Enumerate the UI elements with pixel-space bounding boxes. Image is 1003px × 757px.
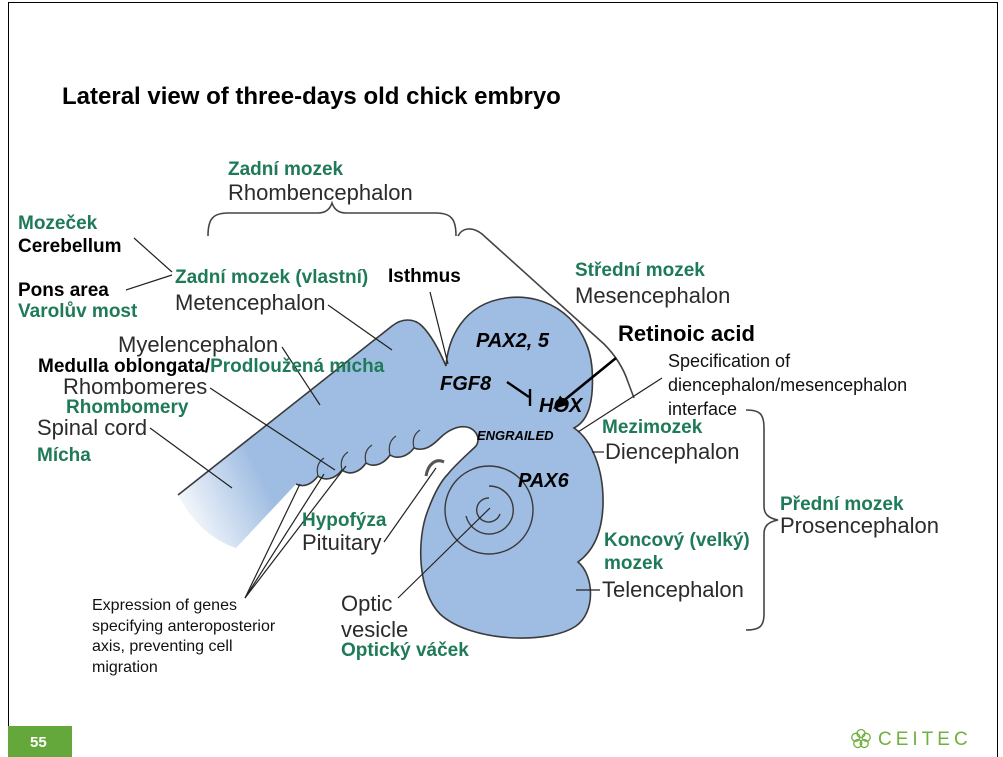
gene-hox: HOX — [539, 395, 583, 417]
label-metencephalon-czech: Zadní mozek (vlastní) — [175, 267, 369, 288]
page-number-badge: 55 — [8, 726, 72, 757]
rhombomere-boundary — [364, 444, 373, 464]
label-mesencephalon: Mesencephalon — [575, 283, 731, 308]
inhibition-line — [506, 381, 530, 398]
ceitec-logo-text: CEITEC — [878, 728, 972, 750]
label-rhombencephalon: Rhombencephalon — [228, 180, 413, 205]
arrow-shaft — [561, 356, 617, 404]
expression-note-line: specifying anteroposterior — [92, 618, 276, 635]
ceitec-flower-icon — [851, 728, 871, 749]
pituitary-pouch — [424, 459, 445, 477]
expression-leader — [244, 465, 347, 599]
label-rhombencephalon-czech: Zadní mozek — [228, 159, 344, 180]
label-pituitary: Pituitary — [302, 530, 382, 555]
prosencephalon-bracket — [745, 409, 779, 631]
ceitec-logo: CEITEC — [850, 728, 972, 750]
myelencephalon-leader — [281, 346, 321, 406]
label-prosencephalon: Prosencephalon — [780, 513, 940, 538]
page-number: 55 — [30, 734, 47, 751]
label-optic-vesicle-line1: Optic — [341, 591, 393, 616]
label-medulla-english: Medulla oblongata/ — [38, 356, 211, 377]
label-diencephalon-czech: Mezimozek — [602, 417, 703, 438]
label-pons: Pons area — [18, 280, 109, 301]
optic-vesicle-leader — [397, 507, 491, 599]
gene-fgf8: FGF8 — [440, 373, 492, 395]
optic-vesicle-inner — [465, 485, 514, 535]
gene-pax2-5: PAX2, 5 — [476, 330, 549, 352]
specification-line: Specification of — [668, 351, 791, 371]
rhombencephalon-bracket — [207, 200, 457, 237]
expression-note-line: migration — [92, 659, 158, 676]
neural-tube-outline — [177, 296, 604, 639]
label-medulla-oblongata: Medulla oblongata/Prodloužená mícha — [38, 357, 384, 376]
pituitary-leader — [383, 467, 437, 543]
label-spinal-cord-czech: Mícha — [37, 445, 91, 466]
pons-leader — [125, 274, 173, 291]
label-telencephalon: Telencephalon — [602, 577, 744, 602]
label-rhombomeres-czech: Rhombomery — [66, 397, 189, 418]
rhombomere-boundary — [340, 451, 349, 471]
label-rhombomeres: Rhombomeres — [63, 374, 208, 399]
specification-line: interface — [668, 399, 738, 419]
label-diencephalon: Diencephalon — [605, 439, 740, 464]
expression-leader — [244, 473, 325, 599]
interface-leader — [577, 377, 663, 433]
gene-pax6: PAX6 — [518, 470, 569, 492]
label-cerebellum-czech: Mozeček — [18, 213, 98, 234]
label-telencephalon-czech-line2: mozek — [604, 553, 664, 574]
label-mesencephalon-czech: Střední mozek — [575, 260, 705, 281]
optic-vesicle-core — [475, 497, 501, 523]
leader-lines — [125, 237, 663, 599]
rhombomere-boundary — [316, 457, 325, 477]
label-optic-vesicle-line2: vesicle — [341, 617, 409, 642]
label-myelencephalon: Myelencephalon — [118, 332, 279, 357]
label-metencephalon: Metencephalon — [175, 290, 326, 315]
label-cerebellum: Cerebellum — [18, 236, 122, 257]
label-prosencephalon-czech: Přední mozek — [780, 494, 904, 515]
specification-line: diencephalon/mesencephalon — [668, 375, 908, 395]
label-isthmus: Isthmus — [388, 266, 461, 287]
label-optic-vesicle-czech: Optický váček — [341, 640, 469, 661]
label-medulla-czech: Prodloužená mícha — [210, 356, 385, 377]
expression-note-line: Expression of genes — [92, 597, 237, 614]
rhombomere-boundaries — [316, 429, 421, 477]
rhombomere-boundary — [412, 429, 421, 449]
inhibition-symbol — [506, 381, 532, 406]
cerebellum-leader — [133, 237, 173, 273]
arrow-head — [553, 395, 568, 409]
rhombomere-boundary — [388, 435, 397, 456]
expression-note-line: axis, preventing cell — [92, 638, 233, 655]
optic-vesicle-shape — [444, 465, 534, 555]
isthmus-leader — [429, 291, 449, 365]
metencephalon-leader — [327, 304, 393, 351]
label-pituitary-czech: Hypofýza — [302, 510, 387, 531]
rhombomeres-leader — [209, 387, 336, 471]
expression-leader — [244, 483, 301, 599]
label-retinoic-acid: Retinoic acid — [618, 321, 755, 346]
optic-vesicle-outer — [444, 465, 534, 555]
label-pons-czech: Varolův most — [18, 301, 138, 322]
slide-frame — [8, 2, 998, 757]
mesencephalon-bracket — [457, 228, 635, 399]
retinoic-acid-arrow — [553, 356, 617, 409]
slide-title: Lateral view of three-days old chick emb… — [62, 83, 561, 110]
gene-engrailed: ENGRAILED — [477, 428, 554, 443]
spinal-cord-leader — [149, 427, 233, 489]
label-spinal-cord: Spinal cord — [37, 415, 148, 440]
label-telencephalon-czech-line1: Koncový (velký) — [604, 530, 750, 551]
